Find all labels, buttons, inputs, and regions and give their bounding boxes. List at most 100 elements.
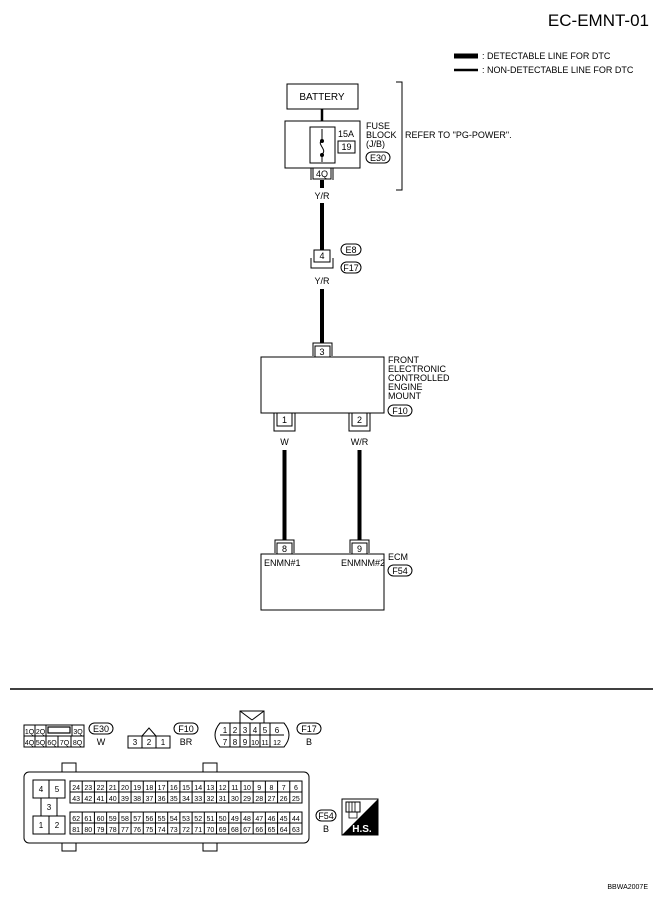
f54-pin-23: 23 xyxy=(84,785,92,792)
mount-label-line-1: FRONT xyxy=(388,355,419,365)
f54-pin-8: 8 xyxy=(270,785,274,792)
f54-pin-14: 14 xyxy=(194,785,202,792)
f54-pin-26: 26 xyxy=(280,796,288,803)
fuse-label-line-1: FUSE xyxy=(366,121,390,131)
f17-pin-10: 10 xyxy=(251,740,259,747)
connector-f17-label: F17 xyxy=(343,263,359,273)
e30-view-color: W xyxy=(97,737,106,747)
f54-pin-9: 9 xyxy=(257,785,261,792)
f54-pin-33: 33 xyxy=(194,796,202,803)
f17-pin-5: 5 xyxy=(263,726,268,735)
connector-hand-icon xyxy=(345,801,361,819)
f54-pin-13: 13 xyxy=(207,785,215,792)
f54-pin-40: 40 xyxy=(109,796,117,803)
fuse-note: REFER TO "PG-POWER". xyxy=(405,130,512,140)
f54-pin-72: 72 xyxy=(182,827,190,834)
f54-pin-80: 80 xyxy=(84,827,92,834)
f17-pin-4: 4 xyxy=(253,726,258,735)
connector-e30-badge xyxy=(365,151,391,164)
f54-pin-2: 2 xyxy=(55,821,60,830)
f54-pin-74: 74 xyxy=(158,827,166,834)
f54-pin-45: 45 xyxy=(280,816,288,823)
f54-pin-56: 56 xyxy=(145,816,153,823)
f17-pin-1: 1 xyxy=(223,726,228,735)
f10-pin-3: 3 xyxy=(133,738,138,747)
f54-pin-47: 47 xyxy=(255,816,263,823)
f54-pin-73: 73 xyxy=(170,827,178,834)
f54-pin-10: 10 xyxy=(243,785,251,792)
f54-pin-30: 30 xyxy=(231,796,239,803)
e30-pin-8q: 8Q xyxy=(73,740,83,747)
f54-pin-1: 1 xyxy=(39,821,44,830)
f54-pin-6: 6 xyxy=(294,785,298,792)
f54-pin-5: 5 xyxy=(55,785,60,794)
connector-view-f17: 1 2 3 4 5 6 7 8 9 10 11 12 F17 B xyxy=(214,710,322,748)
e30-pin-1q: 1Q xyxy=(25,729,35,736)
f54-pin-12: 12 xyxy=(219,785,227,792)
hs-badge-text: H.S. xyxy=(352,824,372,835)
connector-view-e30: 1Q 2Q 3Q 4Q 5Q 6Q 7Q 8Q E30 W xyxy=(23,722,114,748)
legend-detectable-label: : DETECTABLE LINE FOR DTC xyxy=(482,51,611,61)
f54-pin-32: 32 xyxy=(207,796,215,803)
f54-pin-18: 18 xyxy=(145,785,153,792)
f54-pin-76: 76 xyxy=(133,827,141,834)
f54-pin-46: 46 xyxy=(268,816,276,823)
fuse-label-line-2: BLOCK xyxy=(366,130,397,140)
f54-pin-69: 69 xyxy=(219,827,227,834)
f54-pin-63: 63 xyxy=(292,827,300,834)
connector-f17-badge xyxy=(340,261,362,274)
f54-pin-58: 58 xyxy=(121,816,129,823)
f54-pin-64: 64 xyxy=(280,827,288,834)
power-bracket xyxy=(396,81,403,191)
e30-pin-3q: 3Q xyxy=(73,729,83,736)
terminal-4q: 4Q xyxy=(310,167,334,180)
ecm-signal-2: ENMNM#2 xyxy=(341,558,385,568)
f54-pin-11: 11 xyxy=(231,785,238,792)
f17-pin-6: 6 xyxy=(275,726,280,735)
wire-color-yr-2: Y/R xyxy=(314,276,330,286)
f54-pin-50: 50 xyxy=(219,816,227,823)
f17-pin-3: 3 xyxy=(243,726,248,735)
f54-pin-66: 66 xyxy=(255,827,263,834)
f17-pin-12: 12 xyxy=(273,740,281,747)
f54-pin-62: 62 xyxy=(72,816,80,823)
mount-terminal-3: 3 xyxy=(319,347,324,357)
connector-e8-badge xyxy=(340,243,362,256)
image-code: BBWA2007E xyxy=(607,884,648,891)
legend-non-detectable-label: : NON-DETECTABLE LINE FOR DTC xyxy=(482,65,634,75)
joint-connector: 4 xyxy=(310,249,334,269)
mount-label-line-4: ENGINE xyxy=(388,382,423,392)
f54-pin-68: 68 xyxy=(231,827,239,834)
f54-pin-65: 65 xyxy=(268,827,276,834)
f54-pin-19: 19 xyxy=(133,785,141,792)
f54-pin-52: 52 xyxy=(194,816,202,823)
f54-pin-21: 21 xyxy=(109,785,117,792)
ecm-terminal-8: 8 xyxy=(282,544,287,554)
f54-pin-39: 39 xyxy=(121,796,129,803)
f54-pin-34: 34 xyxy=(182,796,190,803)
ecm-label: ECM xyxy=(388,552,408,562)
f10-view-id: F10 xyxy=(178,724,194,734)
e30-pin-6q: 6Q xyxy=(47,740,57,747)
f54-pin-17: 17 xyxy=(158,785,166,792)
wire-color-w: W xyxy=(280,437,289,447)
f54-pin-81: 81 xyxy=(72,827,80,834)
f17-pin-8: 8 xyxy=(233,738,238,747)
f17-view-color: B xyxy=(306,737,312,747)
f54-pin-36: 36 xyxy=(158,796,166,803)
f54-pin-3: 3 xyxy=(47,803,52,812)
connector-f54-label: F54 xyxy=(392,566,408,576)
f54-pin-53: 53 xyxy=(182,816,190,823)
mount-terminal-1: 1 xyxy=(282,415,287,425)
f54-pin-55: 55 xyxy=(158,816,166,823)
f54-pin-16: 16 xyxy=(170,785,178,792)
f54-view-id: F54 xyxy=(318,811,334,821)
page-id: EC-EMNT-01 xyxy=(548,11,649,30)
e30-pin-2q: 2Q xyxy=(36,729,46,736)
fuse-block: 15A 19 xyxy=(284,120,361,169)
f17-pin-11: 11 xyxy=(261,740,268,747)
f17-pin-2: 2 xyxy=(233,726,238,735)
f54-pin-22: 22 xyxy=(97,785,105,792)
